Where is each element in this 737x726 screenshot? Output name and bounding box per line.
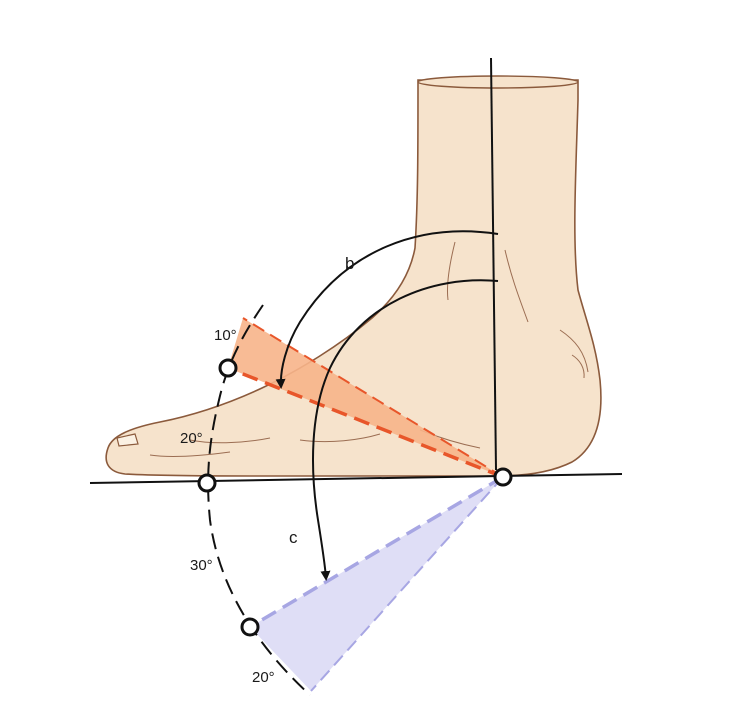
neutral-endpoint bbox=[199, 475, 215, 491]
label-angle-toe: 20° bbox=[180, 430, 203, 447]
plantarflexion-endpoint bbox=[242, 619, 258, 635]
label-angle-mid: 30° bbox=[190, 557, 213, 574]
plantarflexion-range-wedge bbox=[250, 477, 503, 691]
ankle-pivot-point bbox=[495, 469, 511, 485]
label-angle-bottom: 20° bbox=[252, 669, 275, 686]
dorsiflexion-endpoint bbox=[220, 360, 236, 376]
label-arrow-b: b bbox=[345, 254, 354, 273]
label-angle-top: 10° bbox=[214, 327, 237, 344]
leg-top-outline bbox=[418, 76, 578, 88]
label-arrow-c: c bbox=[289, 528, 298, 547]
